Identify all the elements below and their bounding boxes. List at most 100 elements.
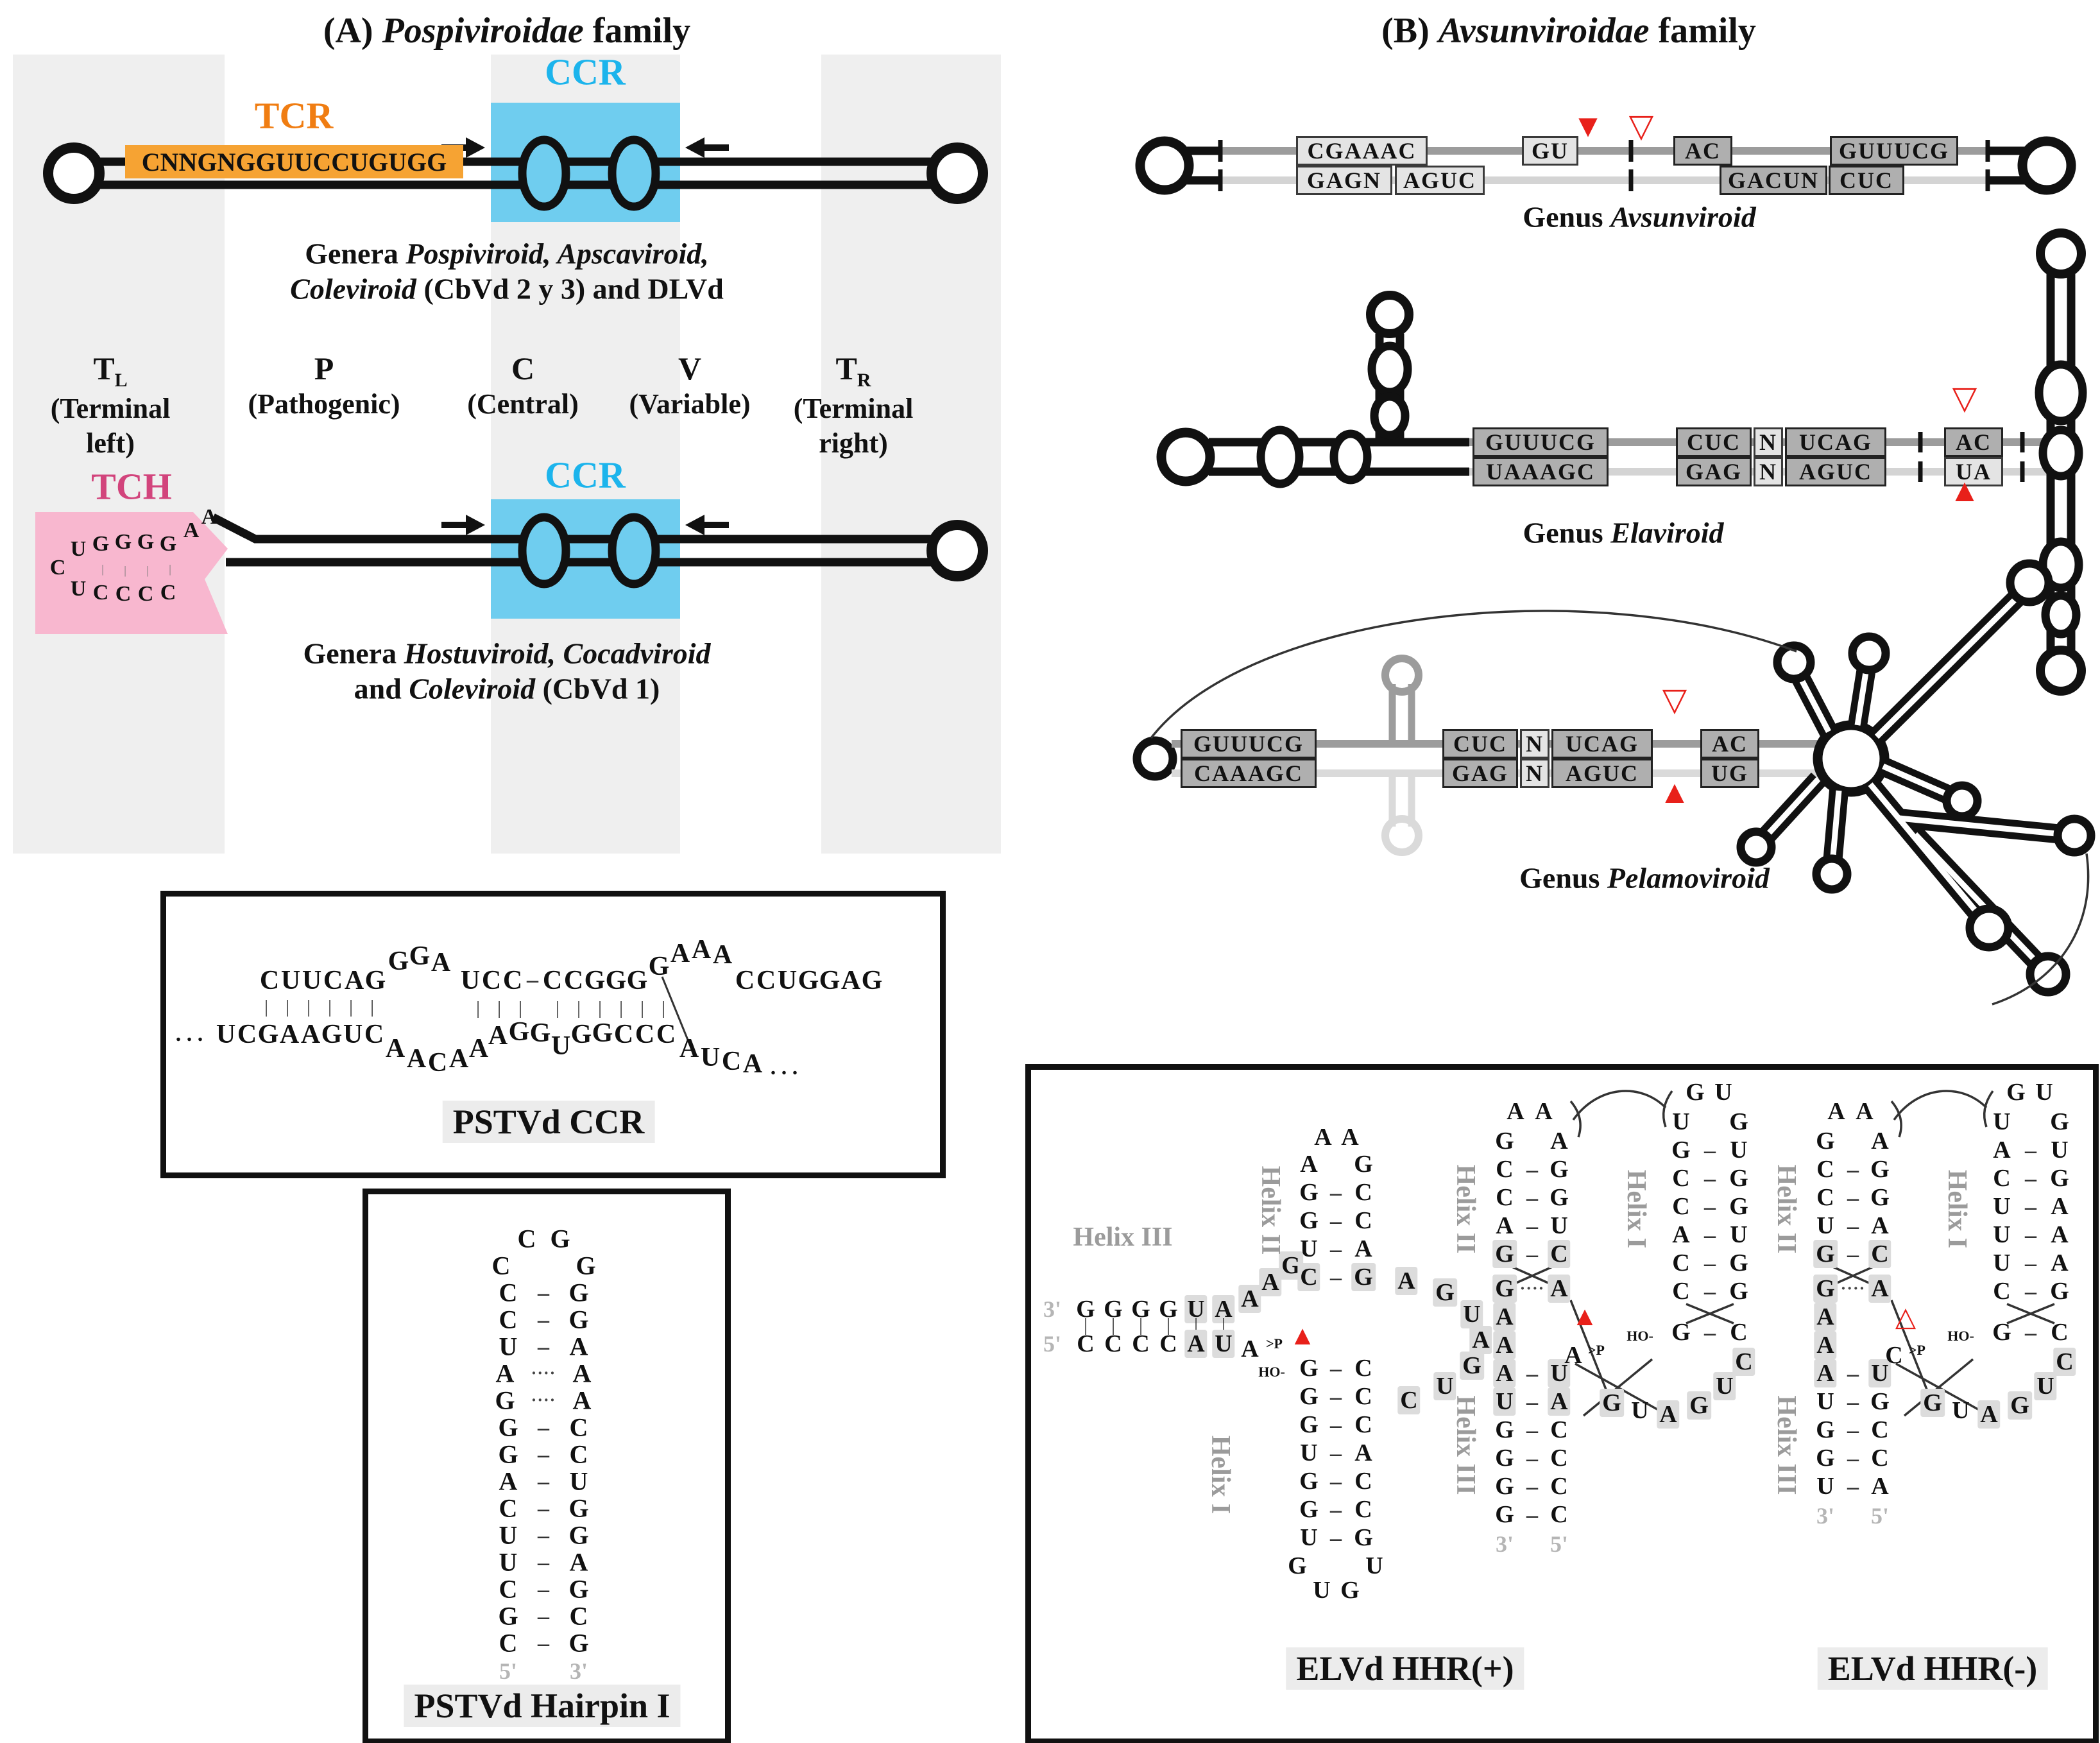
sequence-box: CAAAGC [1181, 759, 1317, 788]
helix-label: Helix II [1771, 1164, 1801, 1254]
sequence-box: GACUN [1720, 166, 1827, 195]
nt-glyph: G [1495, 1473, 1514, 1500]
nt-glyph: U [70, 577, 87, 601]
nt-glyph: G [114, 530, 132, 554]
nt-glyph: G [605, 966, 627, 995]
nt-glyph: | [1166, 1316, 1170, 1335]
nt-glyph: G [498, 1412, 518, 1442]
plain-text: (CbVd 1) [535, 672, 660, 705]
cleavage-site-plus-icon: ▲ [1659, 774, 1691, 810]
nt-glyph: >P [1588, 1342, 1605, 1358]
italic-text: Pospiviroidae [382, 11, 584, 51]
nt-glyph: – [1704, 1137, 1716, 1163]
nt-glyph: – [1526, 1389, 1538, 1414]
arrow-left-icon [685, 137, 729, 158]
nt-glyph: A [1354, 1235, 1372, 1262]
nt-glyph: G [2050, 1278, 2069, 1305]
nt-glyph: – [1526, 1473, 1538, 1499]
ccr-label-top: CCR [545, 51, 626, 93]
nt-glyph: U [1212, 1330, 1235, 1358]
nt-glyph: – [1330, 1236, 1342, 1262]
nt-glyph: | [598, 999, 602, 1018]
nt-glyph: C [1871, 1445, 1889, 1472]
nt-glyph: U [1300, 1524, 1318, 1551]
sequence-box: GU [1522, 136, 1578, 166]
nt-glyph: G [1729, 1108, 1748, 1135]
nt-glyph: G [1813, 1275, 1838, 1303]
nt-glyph: U [2034, 1372, 2057, 1400]
sequence-box: AGUC [1785, 457, 1886, 486]
nt-glyph: C [364, 1020, 384, 1049]
italic-text: Avsunviroidae [1438, 11, 1650, 51]
nt-glyph: G [137, 530, 155, 554]
nt-glyph: | [124, 563, 126, 577]
genera-caption-2-line1: Genera Hostuviroid, Cocadviroid [303, 637, 710, 671]
nt-glyph: U [1184, 1295, 1208, 1323]
nt-glyph: G [584, 966, 606, 995]
nt-glyph: G [1600, 1389, 1624, 1417]
nt-glyph: A [1548, 1275, 1571, 1303]
nt-glyph: U [2035, 1079, 2053, 1106]
pospiviroid-rod-top [43, 135, 988, 211]
nt-glyph: C [1730, 1319, 1748, 1346]
nt-glyph: C [160, 581, 176, 605]
nt-glyph: – [1330, 1525, 1342, 1550]
nt-glyph: C [1550, 1416, 1568, 1443]
nt-glyph: G [1159, 1296, 1178, 1323]
plain-text: Genus [1523, 200, 1611, 234]
nt-glyph: A [1535, 1098, 1553, 1125]
nt-glyph: A [1314, 1124, 1332, 1151]
nt-glyph: A [1827, 1098, 1845, 1125]
nt-glyph: U [2051, 1137, 2069, 1163]
nt-glyph: A [300, 1020, 321, 1049]
nt-glyph: HO- [1626, 1328, 1653, 1344]
nt-glyph: U [216, 1020, 236, 1049]
nt-glyph: – [1330, 1412, 1342, 1438]
italic-text: Elaviroid [1610, 516, 1724, 549]
nt-glyph: A [1814, 1303, 1837, 1331]
nt-glyph: C [49, 556, 66, 580]
nt-glyph: A [1493, 1303, 1516, 1331]
sequence-box: N [1754, 427, 1783, 457]
nt-glyph: | [1194, 1316, 1198, 1335]
nt-glyph: G [1495, 1128, 1514, 1155]
nt-glyph: A [691, 935, 712, 965]
nt-glyph: G [1813, 1240, 1838, 1268]
nt-glyph: | [497, 999, 501, 1018]
helix-label: Helix II [1451, 1164, 1480, 1254]
nt-glyph: – [1526, 1502, 1538, 1527]
nt-glyph: A [670, 939, 690, 968]
nt-glyph: C [569, 1412, 588, 1442]
nt-glyph: | [556, 999, 559, 1018]
cleavage-site-plus-icon: ▼ [1572, 108, 1604, 144]
nt-glyph: C [756, 966, 776, 995]
nt-glyph: – [1526, 1213, 1538, 1239]
nt-glyph: G [1687, 1391, 1711, 1420]
nt-glyph: C [735, 966, 755, 995]
nt-glyph: ···· [531, 1364, 556, 1382]
nt-glyph: – [1526, 1361, 1538, 1386]
nt-glyph: G [1729, 1278, 1748, 1305]
kissing-loop-line [1992, 853, 2090, 1006]
nt-glyph: U [1730, 1221, 1748, 1248]
nt-glyph: U [1300, 1235, 1318, 1262]
nt-glyph: G [1920, 1389, 1945, 1417]
nt-glyph: – [538, 1280, 549, 1305]
nt-glyph: – [527, 966, 538, 992]
nt-glyph: – [1847, 1156, 1859, 1182]
nt-glyph: C [1354, 1179, 1372, 1206]
nt-glyph: – [1330, 1468, 1342, 1494]
nt-glyph: – [1330, 1180, 1342, 1205]
nt-glyph: C [499, 1574, 518, 1604]
nt-glyph: U [1952, 1397, 1970, 1424]
italic-text: Avsunviroid [1610, 200, 1756, 234]
nt-glyph: C [721, 1047, 742, 1076]
nt-glyph: – [538, 1468, 549, 1494]
helix-label: Helix I [1621, 1169, 1651, 1249]
nt-glyph: G [1131, 1296, 1150, 1323]
sequence-box: UCAG [1785, 427, 1886, 457]
nt-glyph: – [2025, 1137, 2036, 1163]
nt-glyph: – [538, 1522, 549, 1548]
genera-caption-1-line2: Coleviroid (CbVd 2 y 3) and DLVd [290, 272, 724, 306]
cleavage-site-icon: ▲ [1571, 1302, 1598, 1332]
